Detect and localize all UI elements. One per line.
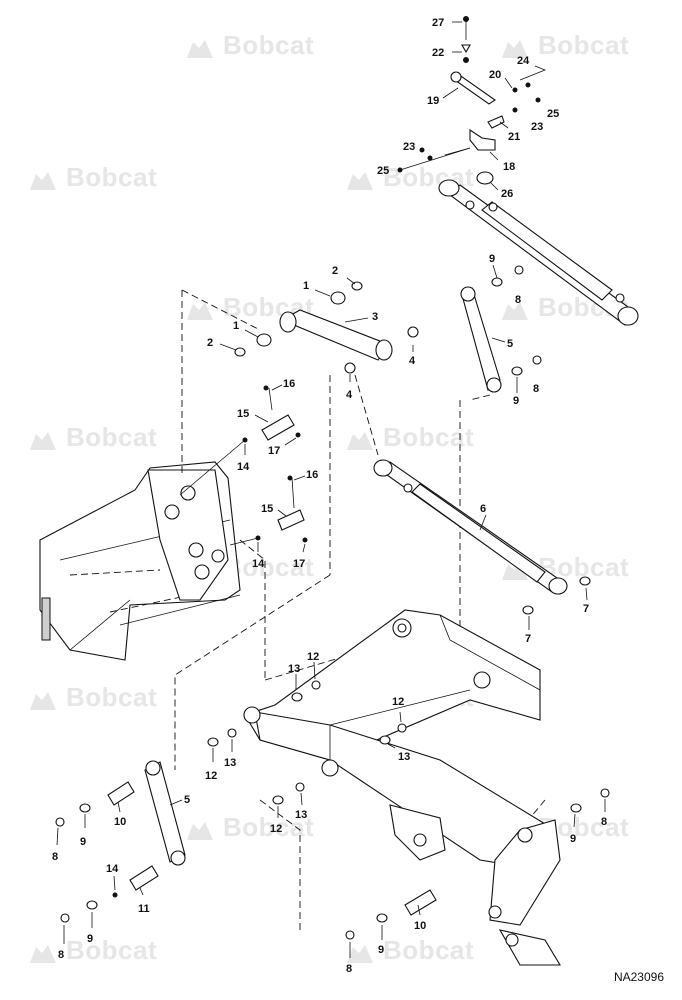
watermark: Bobcat — [28, 422, 157, 453]
bobcat-logo-icon — [185, 36, 215, 59]
watermark: Bobcat — [345, 162, 474, 193]
callout-16-top: 16 — [283, 378, 295, 390]
callout-7-right: 7 — [583, 603, 589, 615]
callout-19: 19 — [427, 95, 439, 107]
callout-18: 18 — [503, 161, 515, 173]
callout-23-left: 23 — [403, 141, 415, 153]
callout-13-top: 13 — [288, 663, 300, 675]
callout-27: 27 — [432, 17, 444, 29]
upper-link — [234, 281, 419, 374]
callout-17-bottom: 17 — [293, 558, 305, 570]
callout-15-top: 15 — [237, 408, 249, 420]
drawing-number: NA23096 — [613, 970, 664, 984]
callout-13-mid: 13 — [398, 751, 410, 763]
callout-16-bottom: 16 — [306, 469, 318, 481]
pins-upper-bucket — [179, 385, 308, 546]
callout-12-mid: 12 — [392, 696, 404, 708]
callout-5-lower: 5 — [184, 794, 190, 806]
callout-8-bottom-right: 8 — [346, 963, 352, 975]
callout-9-bottom-right: 9 — [378, 944, 384, 956]
bobcat-logo-icon — [28, 428, 58, 451]
callout-11: 11 — [138, 903, 150, 915]
tilt-cylinder-upper — [438, 179, 639, 326]
callout-12-top: 12 — [307, 651, 319, 663]
callout-9-lower-left: 9 — [80, 836, 86, 848]
callout-2-left: 2 — [207, 337, 213, 349]
bobcat-logo-icon — [185, 818, 215, 841]
callout-5-upper: 5 — [507, 338, 513, 350]
bucket — [39, 461, 241, 661]
callout-22: 22 — [432, 47, 444, 59]
bobcat-logo-icon — [28, 941, 58, 964]
callout-14-top: 14 — [237, 461, 250, 473]
callout-25-left: 25 — [377, 165, 389, 177]
callout-10-right: 10 — [414, 920, 426, 932]
callout-7-left: 7 — [525, 633, 531, 645]
callout-12-left: 12 — [205, 770, 217, 782]
pin-hardware-upper — [397, 16, 541, 185]
callout-1-left: 1 — [233, 320, 239, 332]
bobcat-logo-icon — [345, 168, 375, 191]
lift-arm — [243, 609, 561, 966]
callout-4-left: 4 — [346, 389, 353, 401]
callout-17-top: 17 — [268, 445, 280, 457]
callout-8-right: 8 — [533, 383, 539, 395]
callout-8-bottom-left: 8 — [58, 949, 64, 961]
watermark: Bobcat — [28, 935, 157, 966]
side-link-upper — [460, 265, 542, 393]
callout-13-bottom: 13 — [295, 809, 307, 821]
bobcat-logo-icon — [28, 168, 58, 191]
callout-15-bottom: 15 — [261, 503, 273, 515]
callout-8-lower-left: 8 — [52, 851, 58, 863]
callout-3: 3 — [372, 311, 378, 323]
callout-2-top: 2 — [332, 265, 338, 277]
bobcat-logo-icon — [500, 298, 530, 321]
bobcat-logo-icon — [345, 941, 375, 964]
bobcat-logo-icon — [185, 298, 215, 321]
watermark: Bobcat — [28, 162, 157, 193]
watermark: Bobcat — [28, 682, 157, 713]
callout-9-upper: 9 — [489, 253, 495, 265]
callout-4-right: 4 — [409, 355, 416, 367]
callout-14-bottom: 14 — [252, 558, 265, 570]
callout-6: 6 — [480, 503, 486, 515]
callout-21: 21 — [508, 131, 520, 143]
watermark: Bobcat — [345, 935, 474, 966]
callout-20: 20 — [489, 69, 501, 81]
callout-13-left: 13 — [224, 757, 236, 769]
watermark: Bobcat — [185, 812, 314, 843]
watermark: Bobcat — [185, 30, 314, 61]
bobcat-logo-icon — [345, 428, 375, 451]
watermark: Bobcat — [500, 30, 629, 61]
callout-26: 26 — [501, 188, 513, 200]
callout-10-left: 10 — [114, 816, 126, 828]
side-link-lower — [55, 680, 610, 940]
callout-14-lower: 14 — [106, 863, 119, 875]
callout-9-bottom-left: 9 — [87, 933, 93, 945]
bobcat-logo-icon — [500, 36, 530, 59]
callout-1-top: 1 — [303, 280, 309, 292]
callout-12-bottom: 12 — [270, 823, 282, 835]
watermark: Bobcat — [345, 422, 474, 453]
callout-23-right: 23 — [531, 121, 543, 133]
callout-25-right: 25 — [547, 108, 559, 120]
callout-8-upper: 8 — [515, 294, 521, 306]
callout-9-lower-right: 9 — [570, 833, 576, 845]
callout-9-right: 9 — [513, 395, 519, 407]
callout-8-lower-right: 8 — [601, 816, 607, 828]
cylinder-6 — [373, 459, 591, 615]
bobcat-logo-icon — [28, 688, 58, 711]
callouts: 27 22 24 20 19 25 21 23 23 18 25 26 9 8 … — [52, 17, 607, 975]
callout-24: 24 — [517, 55, 530, 67]
